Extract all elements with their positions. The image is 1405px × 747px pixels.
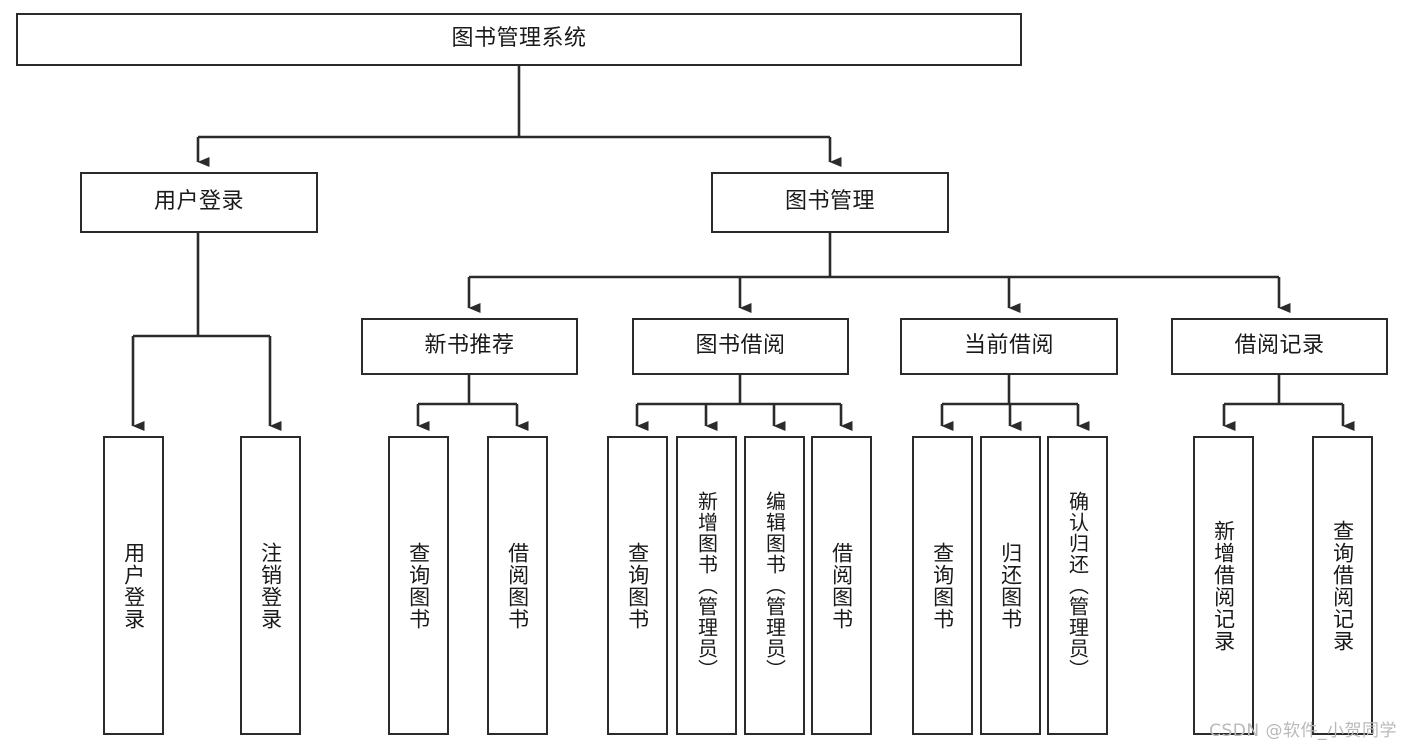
node-label: 查询借阅记录	[1330, 519, 1355, 652]
leaf-edit-book-admin[interactable]: 编辑图书（管理员）	[744, 436, 805, 735]
leaf-user-login[interactable]: 用户登录	[103, 436, 164, 735]
node-book-borrow[interactable]: 图书借阅	[632, 318, 849, 375]
node-label: 当前借阅	[963, 333, 1054, 359]
node-user-login[interactable]: 用户登录	[80, 172, 318, 233]
node-label: 新增借阅记录	[1211, 519, 1236, 652]
node-label: 编辑图书（管理员）	[762, 491, 787, 680]
node-label: 确认归还（管理员）	[1065, 491, 1090, 680]
node-borrow-record[interactable]: 借阅记录	[1171, 318, 1388, 375]
node-current-borrow[interactable]: 当前借阅	[900, 318, 1118, 375]
node-book-management[interactable]: 图书管理	[711, 172, 949, 233]
leaf-add-borrow-record[interactable]: 新增借阅记录	[1193, 436, 1254, 735]
leaf-borrow-book[interactable]: 借阅图书	[811, 436, 872, 735]
leaf-query-book-new[interactable]: 查询图书	[388, 436, 449, 735]
node-label: 归还图书	[998, 541, 1023, 630]
node-label: 图书管理系统	[451, 26, 587, 52]
node-label: 用户登录	[153, 189, 244, 215]
node-label: 借阅图书	[505, 541, 530, 630]
leaf-borrow-book-new[interactable]: 借阅图书	[487, 436, 548, 735]
node-label: 新增图书（管理员）	[694, 491, 719, 680]
leaf-return-book[interactable]: 归还图书	[980, 436, 1041, 735]
leaf-query-book-borrow[interactable]: 查询图书	[607, 436, 668, 735]
node-label: 图书借阅	[695, 333, 786, 359]
node-label: 查询图书	[930, 541, 955, 630]
node-label: 用户登录	[121, 541, 146, 630]
node-label: 查询图书	[625, 541, 650, 630]
node-label: 借阅图书	[829, 541, 854, 630]
node-root-system[interactable]: 图书管理系统	[16, 13, 1022, 66]
node-label: 新书推荐	[424, 333, 515, 359]
leaf-logout[interactable]: 注销登录	[240, 436, 301, 735]
leaf-add-book-admin[interactable]: 新增图书（管理员）	[676, 436, 737, 735]
node-label: 借阅记录	[1234, 333, 1325, 359]
node-new-book-recommend[interactable]: 新书推荐	[361, 318, 578, 375]
node-label: 图书管理	[784, 189, 875, 215]
node-label: 查询图书	[406, 541, 431, 630]
leaf-query-borrow-record[interactable]: 查询借阅记录	[1312, 436, 1373, 735]
leaf-query-book-current[interactable]: 查询图书	[912, 436, 973, 735]
leaf-confirm-return-admin[interactable]: 确认归还（管理员）	[1047, 436, 1108, 735]
node-label: 注销登录	[258, 541, 283, 630]
